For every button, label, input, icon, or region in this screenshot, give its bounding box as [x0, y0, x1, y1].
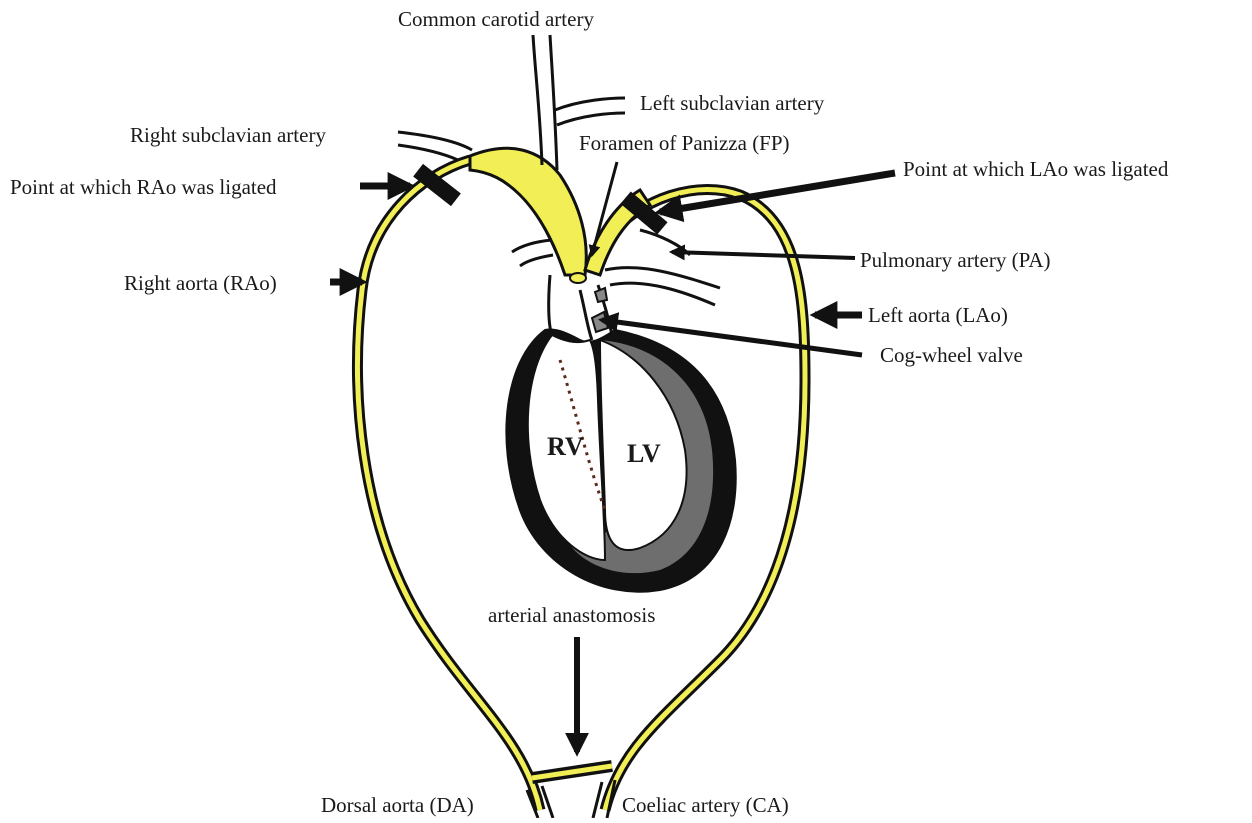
label-right-aorta: Right aorta (RAo) — [124, 271, 277, 295]
foramen-of-panizza — [570, 273, 586, 283]
label-lv: LV — [627, 439, 661, 468]
label-coeliac-artery: Coeliac artery (CA) — [622, 793, 789, 817]
pulmonary-artery-arrow — [672, 252, 855, 258]
right-subclavian-vessel — [398, 132, 472, 160]
label-left-aorta: Left aorta (LAo) — [868, 303, 1008, 327]
label-anastomosis: arterial anastomosis — [488, 603, 655, 627]
label-foramen-panizza: Foramen of Panizza (FP) — [579, 131, 790, 155]
label-cog-wheel-valve: Cog-wheel valve — [880, 343, 1023, 367]
label-right-subclavian: Right subclavian artery — [130, 123, 326, 147]
label-left-subclavian: Left subclavian artery — [640, 91, 825, 115]
label-rv: RV — [547, 432, 584, 461]
label-pulmonary-artery: Pulmonary artery (PA) — [860, 248, 1051, 272]
label-common-carotid: Common carotid artery — [398, 7, 594, 31]
label-dorsal-aorta: Dorsal aorta (DA) — [321, 793, 474, 817]
left-subclavian-vessel — [555, 98, 625, 125]
anastomosis-vessel — [532, 766, 612, 778]
label-lao-ligation: Point at which LAo was ligated — [903, 157, 1169, 181]
label-rao-ligation: Point at which RAo was ligated — [10, 175, 277, 199]
right-aortic-arch — [470, 148, 586, 275]
common-carotid-vessel — [533, 35, 557, 170]
